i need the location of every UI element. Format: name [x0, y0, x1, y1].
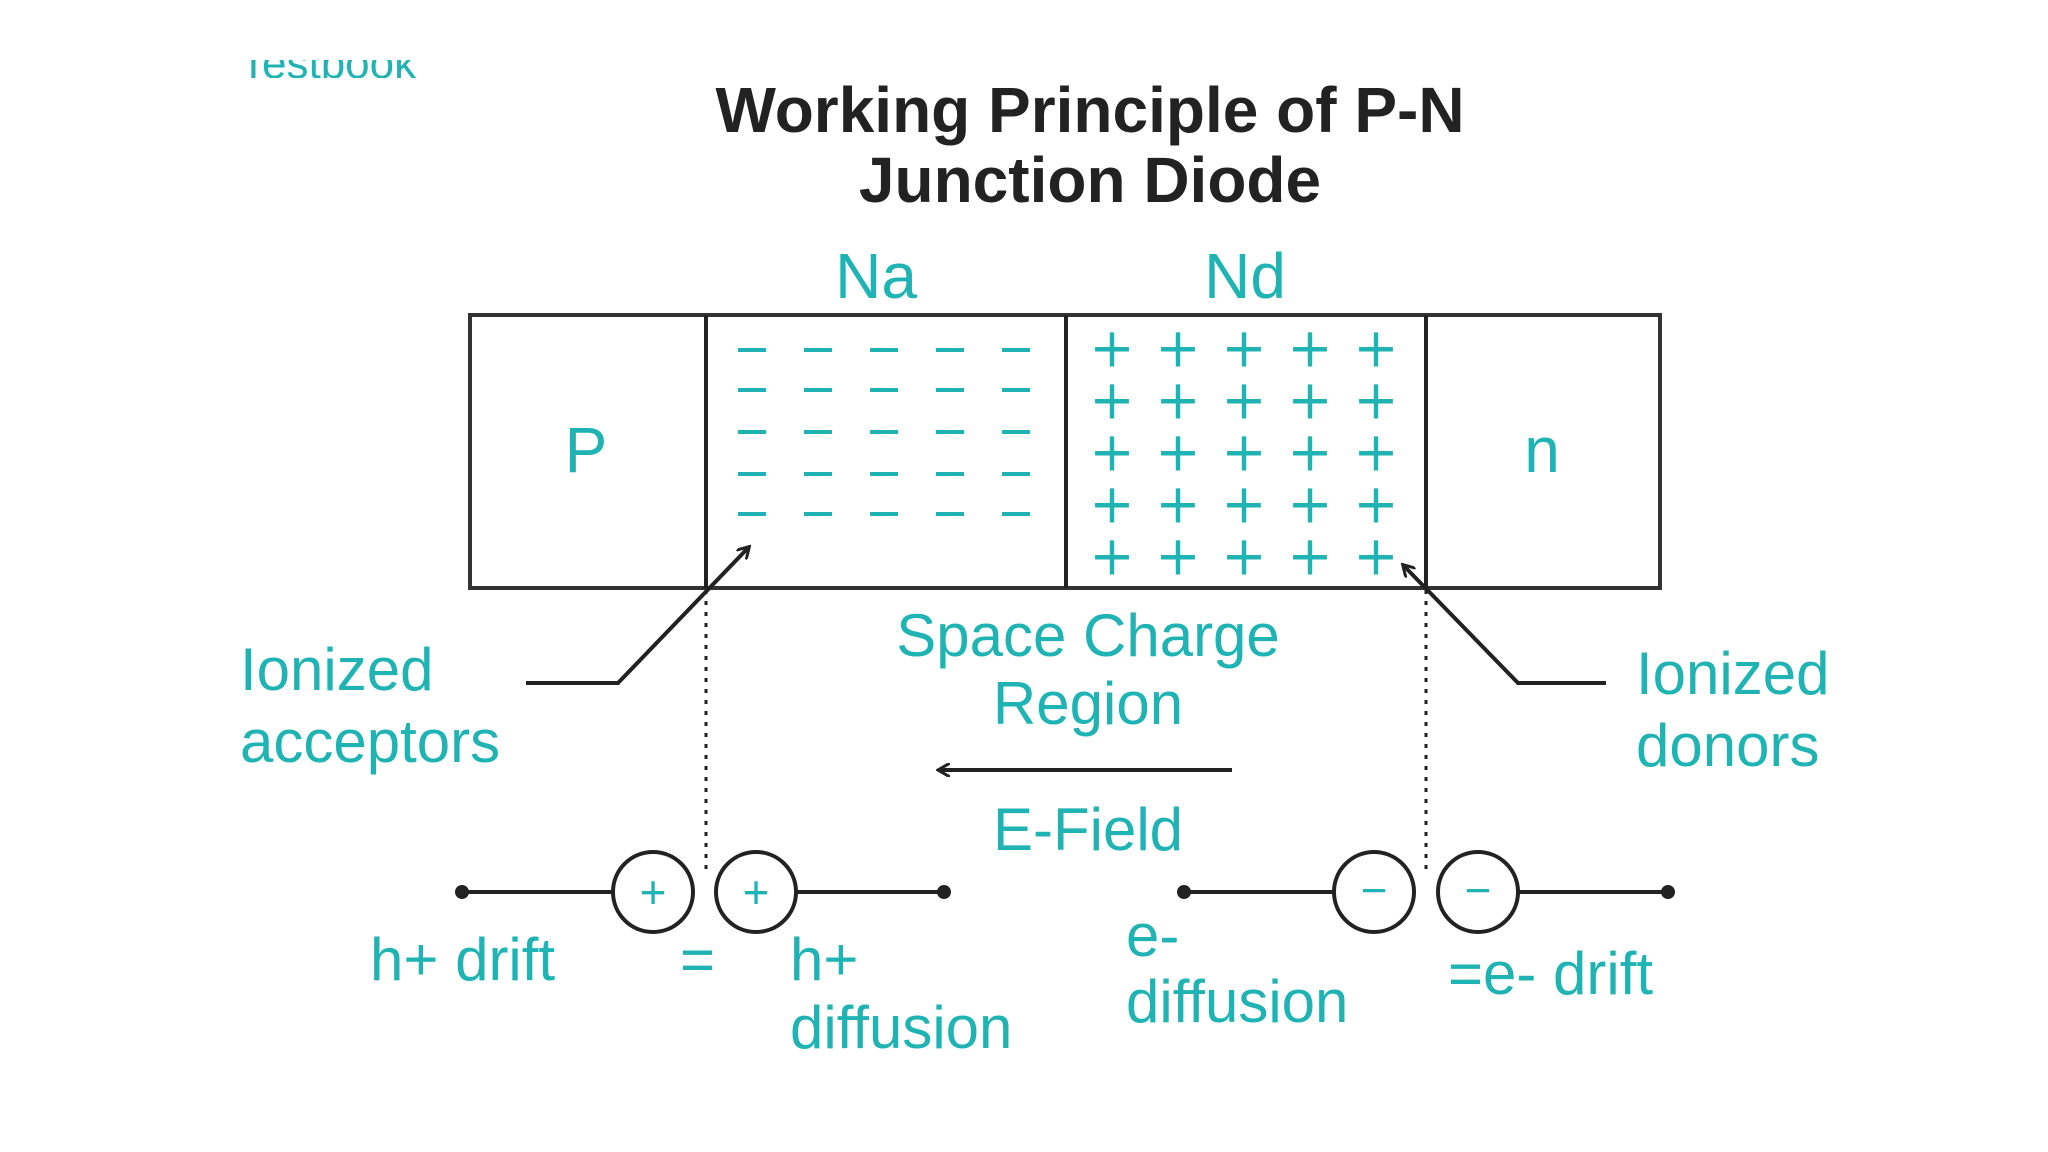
- n-region-label: n: [1524, 414, 1560, 486]
- space-charge-line-1: Space Charge: [896, 602, 1280, 669]
- hole-drift-sign: +: [640, 866, 667, 918]
- hole-drift-circle: [611, 850, 695, 934]
- positive-charges: + + + + + + + + + + + + + + + + + + + + …: [1089, 317, 1398, 588]
- negative-charges: [738, 348, 1030, 516]
- h-drift-label: h+ drift: [370, 926, 555, 993]
- electron-diffusion-sign: −: [1361, 864, 1388, 916]
- positive-charge: +: [1089, 369, 1134, 432]
- positive-charge: +: [1287, 525, 1332, 588]
- electron-diffusion-circle: [1332, 850, 1416, 934]
- positive-charge: +: [1089, 525, 1134, 588]
- positive-charge: +: [1155, 369, 1200, 432]
- positive-charge: +: [1221, 473, 1266, 536]
- positive-charge: +: [1221, 525, 1266, 588]
- positive-charge: +: [1287, 317, 1332, 380]
- space-charge-line-2: Region: [993, 670, 1183, 737]
- ionized-acceptors-line-1: Ionized: [240, 636, 433, 703]
- h-diffusion-label-2: diffusion: [790, 994, 1012, 1061]
- electron-current-diagram: − −: [1177, 850, 1675, 934]
- hole-diffusion-sign: +: [743, 866, 770, 918]
- positive-charge: +: [1089, 473, 1134, 536]
- positive-charge: +: [1155, 525, 1200, 588]
- h-diffusion-label-1: h+: [790, 926, 858, 993]
- donor-pointer-arrow: [1404, 566, 1606, 685]
- positive-charge: +: [1221, 421, 1266, 484]
- left-endpoint-dot-2: [937, 885, 951, 899]
- positive-charge: +: [1287, 369, 1332, 432]
- efield-label: E-Field: [993, 796, 1183, 863]
- positive-charge: +: [1353, 525, 1398, 588]
- title-line-2: Junction Diode: [859, 144, 1321, 216]
- positive-charge: +: [1155, 473, 1200, 536]
- header-fragment: Testbook: [240, 39, 417, 88]
- positive-charge: +: [1089, 421, 1134, 484]
- e-diffusion-label-2: diffusion: [1126, 968, 1348, 1035]
- equals-label: =: [680, 926, 715, 993]
- ionized-donors-line-2: donors: [1636, 712, 1819, 779]
- ionized-acceptors-line-2: acceptors: [240, 708, 500, 775]
- positive-charge: +: [1155, 421, 1200, 484]
- positive-charge: +: [1155, 317, 1200, 380]
- positive-charge: +: [1353, 421, 1398, 484]
- hole-current-diagram: + +: [455, 850, 951, 934]
- electron-drift-sign: −: [1465, 864, 1492, 916]
- e-drift-label: =e- drift: [1448, 940, 1653, 1007]
- right-endpoint-dot-2: [1661, 885, 1675, 899]
- positive-charge: +: [1089, 317, 1134, 380]
- p-region-label: P: [565, 414, 608, 486]
- positive-charge: +: [1221, 317, 1266, 380]
- positive-charge: +: [1353, 473, 1398, 536]
- positive-charge: +: [1287, 473, 1332, 536]
- positive-charge: +: [1221, 369, 1266, 432]
- positive-charge: +: [1287, 421, 1332, 484]
- positive-charge: +: [1353, 369, 1398, 432]
- title-line-1: Working Principle of P-N: [715, 74, 1464, 146]
- e-diffusion-label-1: e-: [1126, 902, 1179, 969]
- acceptor-pointer-arrow: [526, 548, 748, 685]
- positive-charge: +: [1353, 317, 1398, 380]
- ionized-donors-line-1: Ionized: [1636, 640, 1829, 707]
- nd-label: Nd: [1204, 240, 1286, 312]
- na-label: Na: [835, 240, 917, 312]
